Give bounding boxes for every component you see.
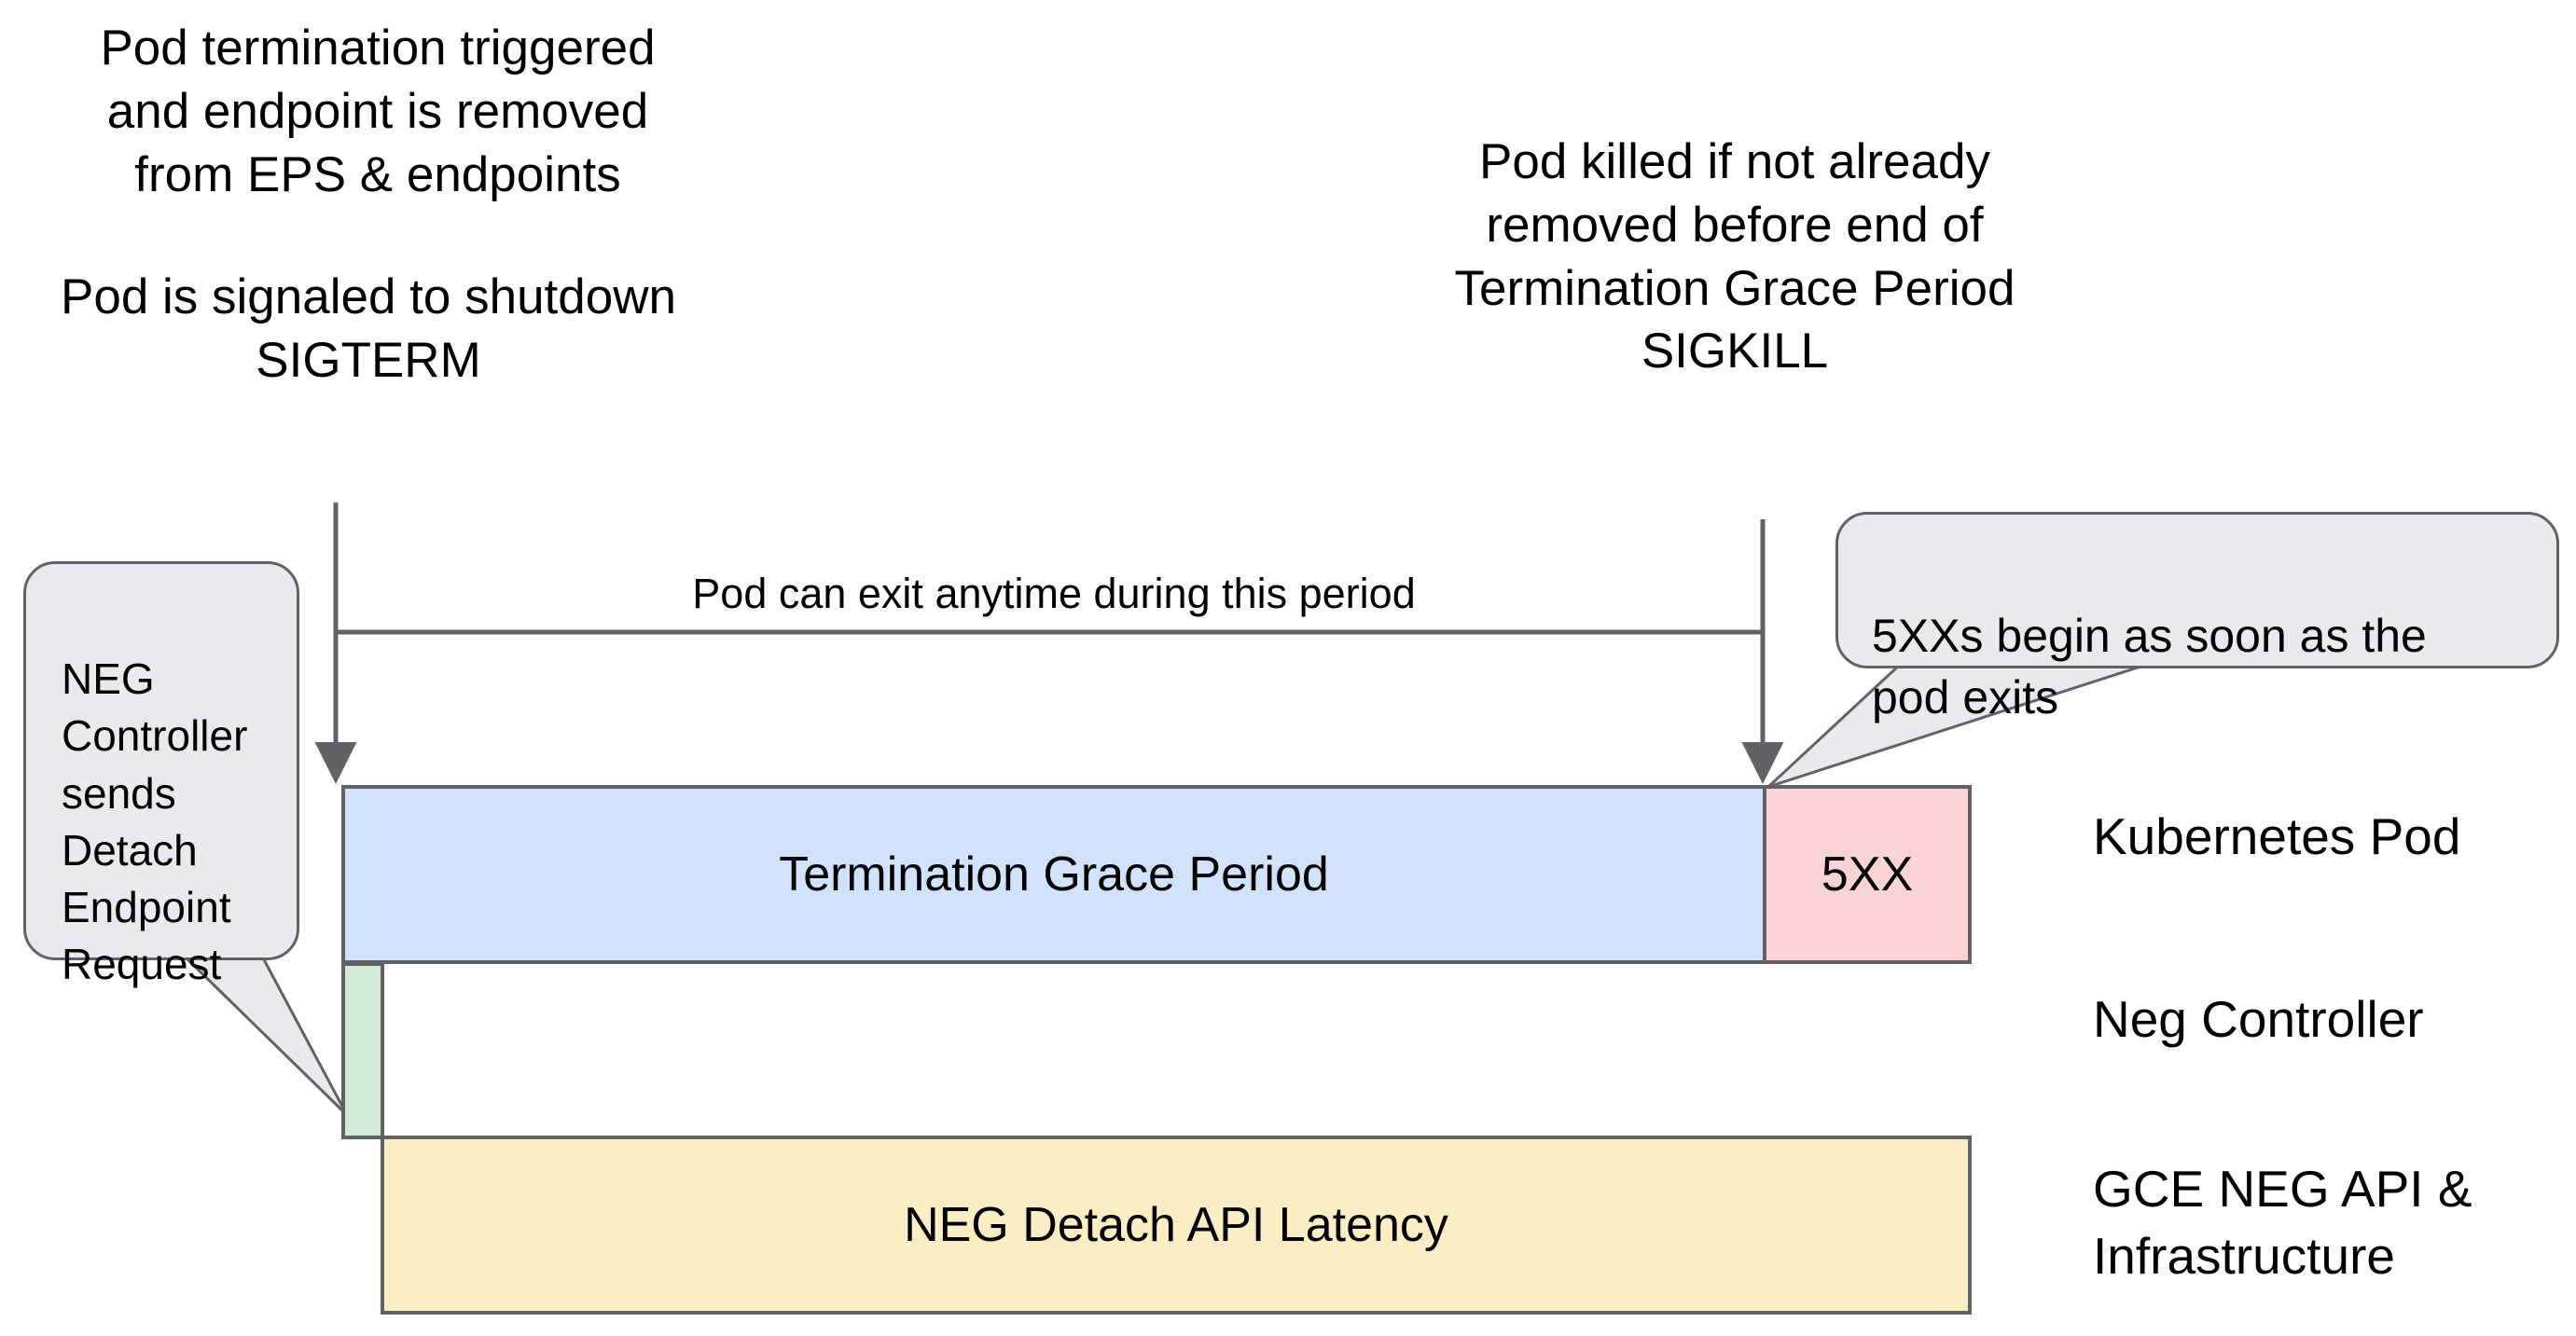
row-label-kubernetes-pod: Kubernetes Pod [2093, 807, 2461, 865]
annotation-pod-termination-triggered: Pod termination triggered and endpoint i… [100, 21, 656, 202]
5xx-callout[interactable]: 5XXs begin as soon as the pod exits [1835, 512, 2559, 723]
bar-label-5xx: 5XX [1821, 847, 1914, 902]
bar-neg-detach-trigger[interactable] [341, 962, 384, 1139]
annotation-pod-signaled-sigterm: Pod is signaled to shutdown SIGTERM [61, 269, 676, 388]
annotation-pod-can-exit-anytime: Pod can exit anytime during this period [692, 570, 1416, 617]
bar-label-termination-grace-period: Termination Grace Period [779, 847, 1329, 902]
bar-termination-grace-period[interactable]: Termination Grace Period [341, 785, 1766, 964]
bar-label-neg-detach-api-latency: NEG Detach API Latency [904, 1198, 1448, 1252]
bar-5xx[interactable]: 5XX [1763, 785, 1972, 964]
bar-neg-detach-api-latency[interactable]: NEG Detach API Latency [381, 1136, 1972, 1315]
neg-controller-callout[interactable]: NEG Controller sends Detach Endpoint Req… [23, 561, 299, 988]
row-label-neg-controller: Neg Controller [2093, 990, 2424, 1048]
annotation-pod-killed-sigkill: Pod killed if not already removed before… [1454, 134, 2015, 379]
5xx-callout-text: 5XXs begin as soon as the pod exits [1872, 609, 2427, 724]
neg-controller-callout-text: NEG Controller sends Detach Endpoint Req… [62, 654, 248, 989]
row-label-gce-neg-api: GCE NEG API & Infrastructure [2093, 1160, 2472, 1285]
